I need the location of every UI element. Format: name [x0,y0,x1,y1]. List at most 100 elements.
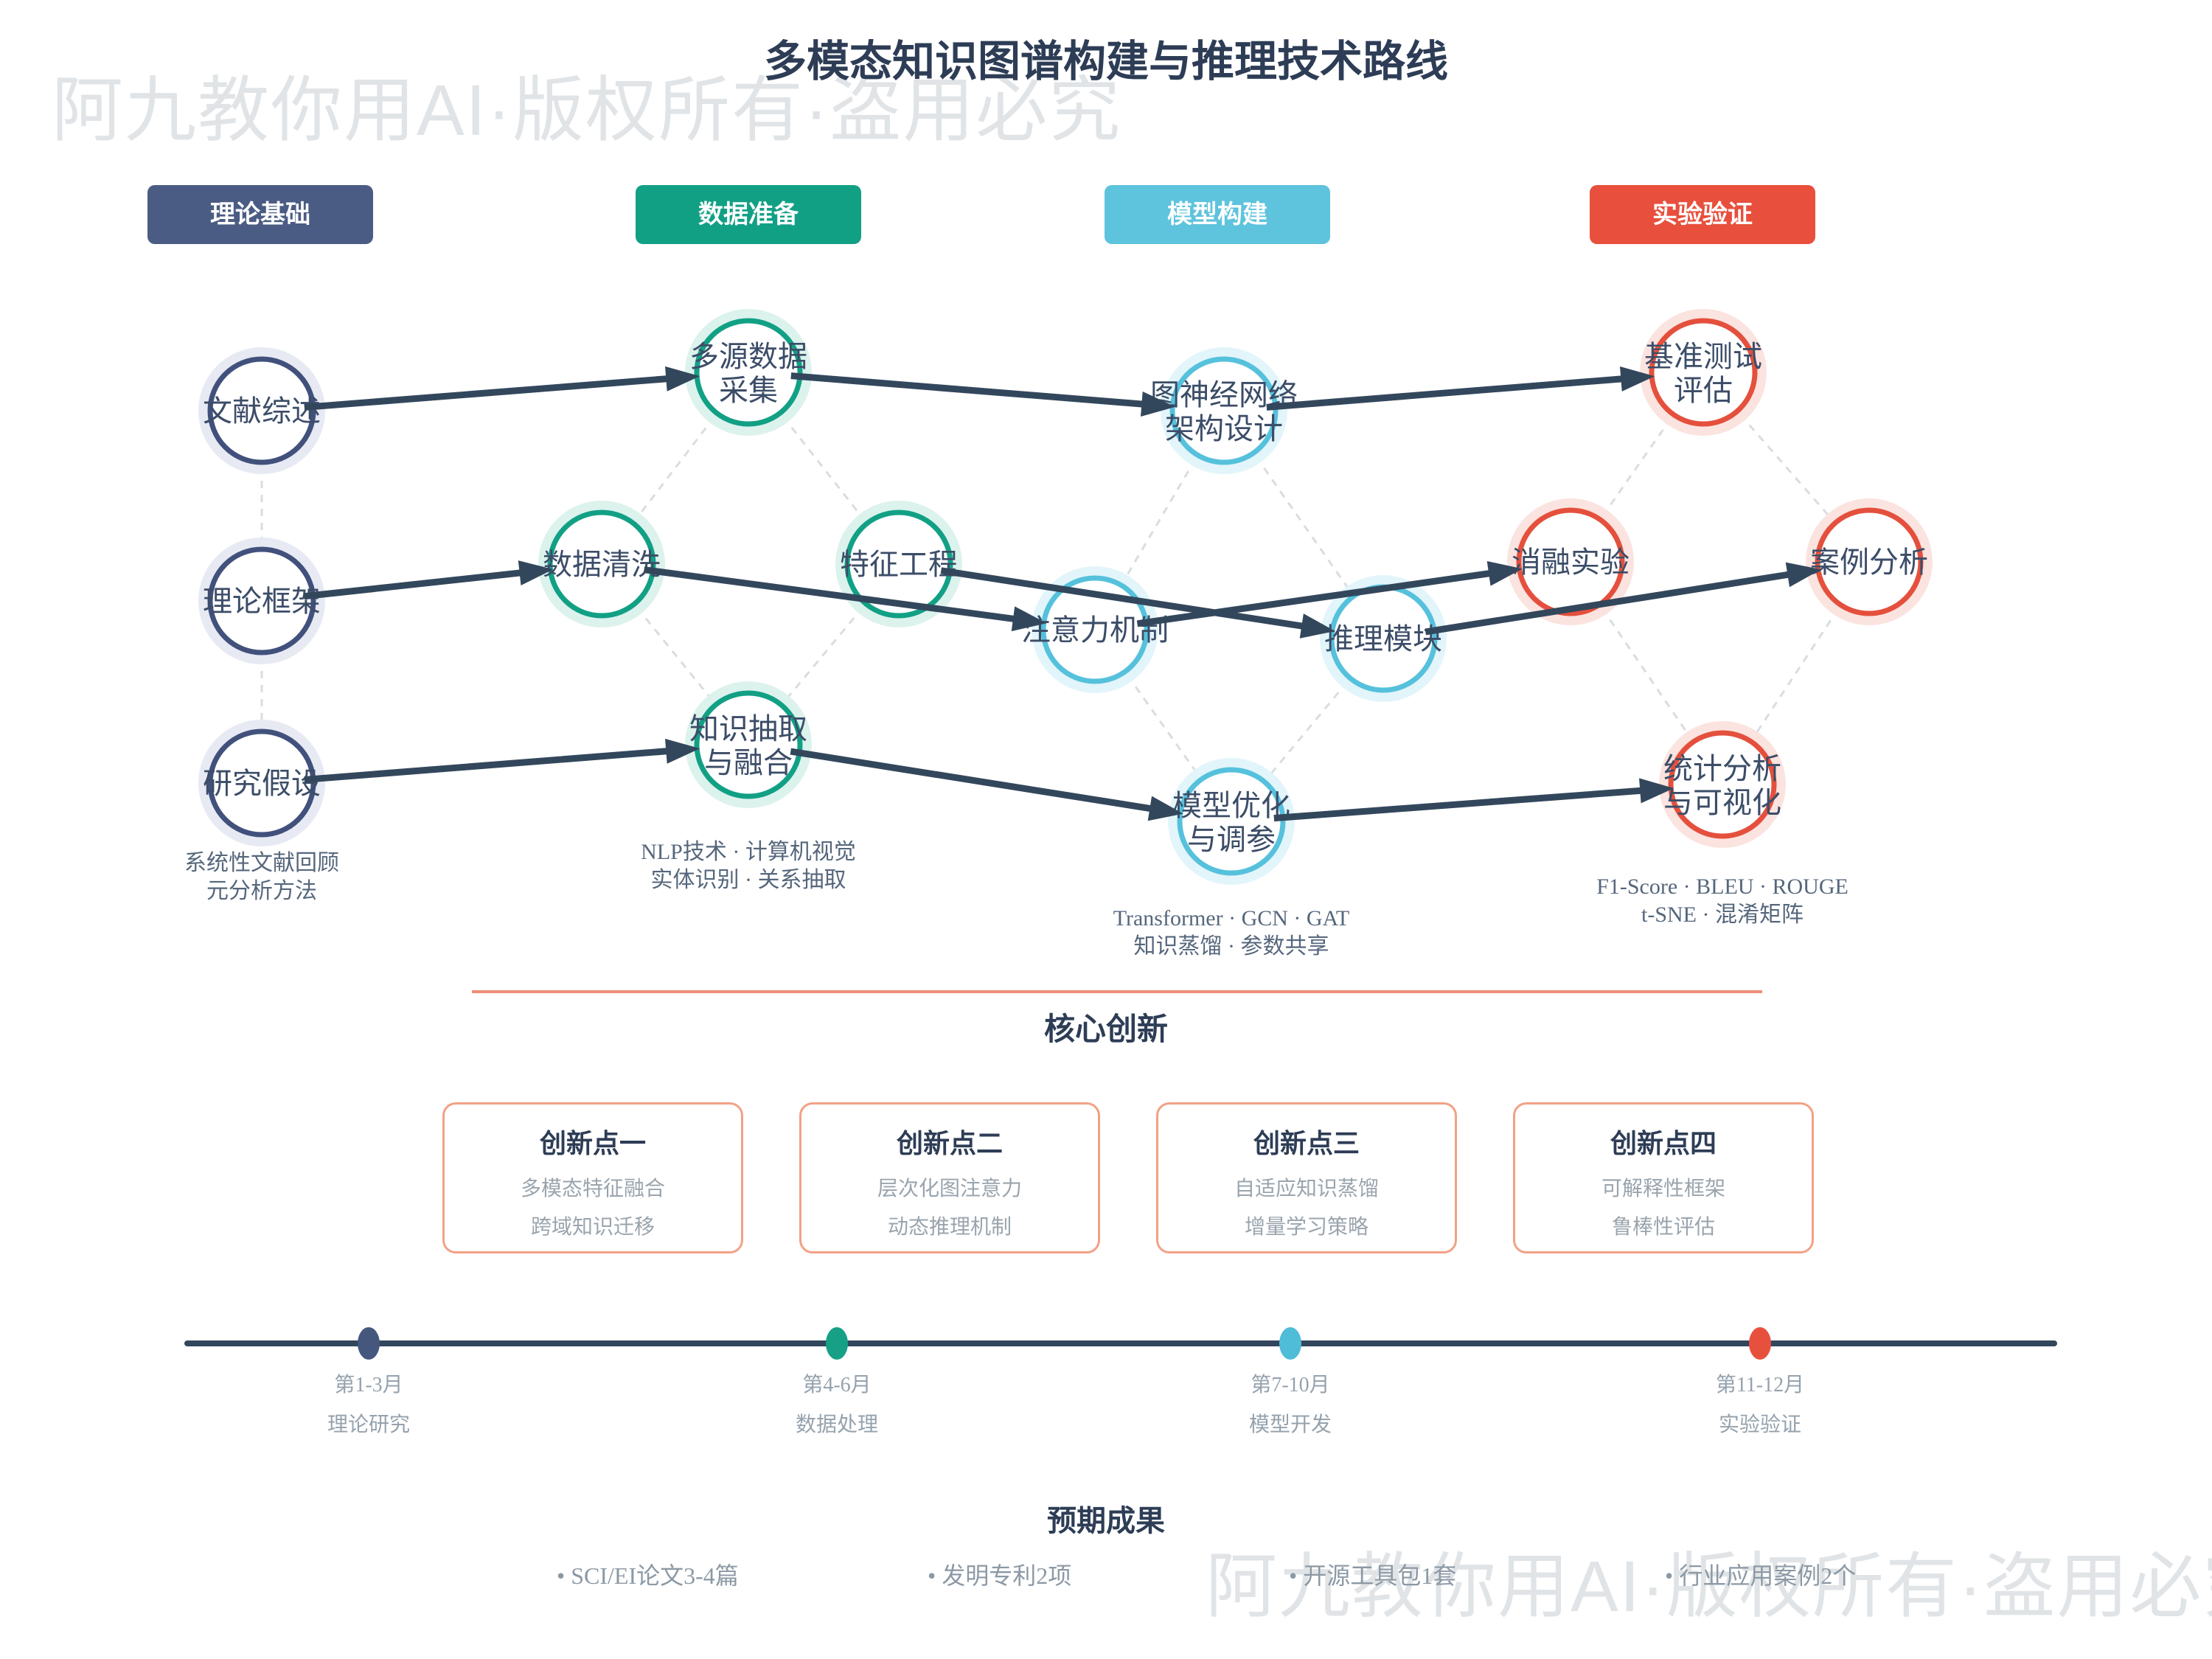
timeline-dot-4 [1749,1327,1771,1360]
arrowhead-icon [665,738,700,764]
phase-annotation: 知识蒸馏 · 参数共享 [1134,934,1329,959]
edge-line [304,747,675,783]
flow-edge-multi-source-collection-to-gnn-architecture [790,372,1176,417]
innovation-heading: 核心创新 [1043,1012,1168,1046]
edge-line [1273,786,1649,822]
node-label: 特征工程 [840,548,958,581]
flow-node-theory-framework: 理论框架 [198,538,325,664]
arrowhead-icon [1140,392,1176,417]
node-label: 知识抽取与融合 [689,712,807,779]
edge-line [643,566,1023,624]
flow-edge-lit-review-to-multi-source-collection [304,366,700,411]
node-label: 消融实验 [1512,546,1630,579]
timeline-phase-name: 模型开发 [1248,1413,1332,1436]
node-ring [694,318,803,427]
innovation-box-title: 创新点三 [1253,1128,1360,1158]
edge-line [790,748,1159,813]
timeline-phase-name: 实验验证 [1718,1413,1801,1436]
innovation-box-title: 创新点四 [1610,1128,1717,1158]
node-ring [844,509,953,619]
phase-annotation: 系统性文献回顾 [184,851,339,875]
outcome-item-1: SCI/EI论文3-4篇 [557,1557,739,1591]
edge-line [1425,570,1797,636]
flow-edge-model-tuning-to-statistical-analysis [1273,778,1674,822]
flow-node-benchmark-evaluation: 基准测试评估 [1640,309,1767,436]
flow-node-gnn-architecture: 图神经网络架构设计 [1150,347,1298,474]
node-ring [207,546,316,655]
node-label: 统计分析与可视化 [1663,752,1781,819]
innovation-box-line: 增量学习策略 [1244,1215,1368,1238]
node-label: 图神经网络架构设计 [1150,378,1298,445]
node-ring [1040,575,1150,684]
flow-node-multi-source-collection: 多源数据采集 [685,309,812,436]
arrowhead-icon [1620,366,1655,392]
innovation-box-3: 创新点三自适应知识蒸馏增量学习策略 [1156,1102,1457,1253]
node-ring [694,690,803,799]
node-ring [207,728,316,838]
arrowhead-icon [1011,606,1047,632]
outcomes-heading: 预期成果 [1047,1505,1165,1537]
node-label: 文献综述 [203,394,321,428]
innovation-box-title: 创新点一 [539,1128,646,1158]
flow-edge-gnn-architecture-to-benchmark-evaluation [1266,366,1655,411]
watermark-top: 阿九教你用AI·版权所有·盗用必究 [52,70,1122,150]
timeline-milestone-2: 第4-6月数据处理 [748,1368,925,1438]
timeline-line [184,1340,2057,1346]
node-ring [207,356,316,465]
phase-badge-model: 模型构建 [1105,185,1330,244]
node-label: 注意力机制 [1021,613,1169,647]
arrowhead-icon [1147,796,1183,821]
node-label: 推理模块 [1324,622,1442,655]
arrowhead-icon [1639,778,1674,804]
edge-line [304,568,529,600]
innovation-box-line: 跨域知识迁移 [530,1215,655,1238]
phase-annotation: 元分析方法 [206,879,317,903]
innovation-box-line: 自适应知识蒸馏 [1234,1177,1379,1200]
flow-edge-theory-framework-to-data-cleaning [304,560,554,600]
timeline-phase-name: 理论研究 [327,1413,410,1436]
node-ring [1516,507,1625,616]
flow-node-statistical-analysis: 统计分析与可视化 [1659,721,1786,848]
phase-badge-data: 数据准备 [636,185,861,244]
innovation-box-4: 创新点四可解释性框架鲁棒性评估 [1513,1102,1814,1253]
innovation-box-title: 创新点二 [896,1128,1003,1158]
node-ring [547,509,656,619]
node-ring [1815,507,1924,616]
edge-line [1136,568,1498,627]
phase-annotation: 实体识别 · 关系抽取 [651,868,846,892]
arrowhead-icon [1486,560,1523,586]
edge-line [304,375,675,411]
outcome-item-3: 开源工具包1套 [1289,1557,1456,1591]
flow-edge-feature-engineering-to-reasoning-module [940,567,1335,639]
timeline-dot-2 [826,1327,848,1360]
flow-edge-attention-mechanism-to-ablation-study [1136,560,1523,627]
timeline-dot-1 [358,1327,380,1360]
innovation-box-1: 创新点一多模态特征融合跨域知识迁移 [442,1102,743,1253]
flow-node-case-analysis: 案例分析 [1806,498,1933,625]
node-label: 研究假设 [203,767,321,800]
innovation-box-line: 层次化图注意力 [877,1177,1022,1200]
timeline-milestone-3: 第7-10月模型开发 [1202,1368,1379,1438]
flow-node-model-tuning: 模型优化与调参 [1168,758,1295,885]
node-label: 数据清洗 [543,548,661,581]
node-label: 基准测试评估 [1644,340,1762,407]
phase-dashed-link [1093,629,1233,822]
phase-annotation: Transformer · GCN · GAT [1113,906,1350,931]
node-ring [1668,730,1777,839]
innovation-box-line: 鲁棒性评估 [1611,1215,1715,1238]
phase-dashed-link [1569,372,1705,563]
flow-edge-research-hypothesis-to-knowledge-extraction [304,738,700,783]
node-ring [1649,318,1758,427]
phase-annotation: NLP技术 · 计算机视觉 [641,840,856,864]
timeline-period: 第11-12月 [1715,1374,1805,1397]
outcome-item-2: 发明专利2项 [928,1557,1071,1591]
outcome-item-4: 行业应用案例2个 [1665,1557,1856,1591]
page-title: 多模态知识图谱构建与推理技术路线 [763,38,1448,86]
edge-line [940,567,1311,631]
node-ring [1169,356,1279,465]
node-label: 案例分析 [1810,546,1928,579]
phase-annotation: t-SNE · 混淆矩阵 [1641,902,1804,927]
timeline-milestone-4: 第11-12月实验验证 [1672,1368,1848,1438]
